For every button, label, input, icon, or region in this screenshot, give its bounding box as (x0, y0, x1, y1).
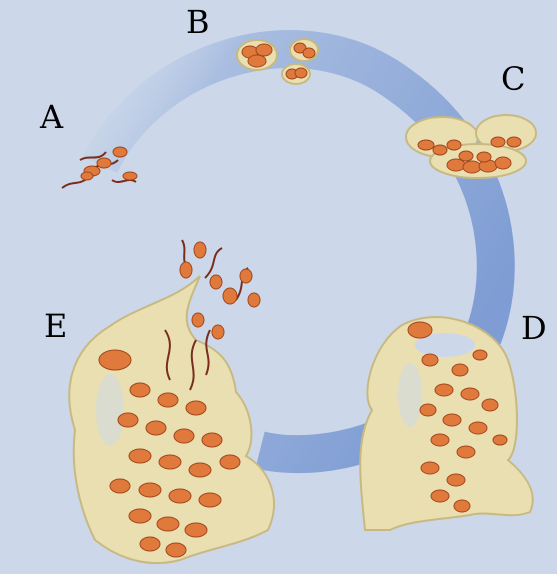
stage-label-a: A (40, 98, 64, 136)
stage-a-planktonic-bacteria (61, 146, 138, 189)
stage-label-c: C (501, 60, 526, 98)
stage-b-microcolonies (236, 38, 319, 85)
stage-label-b: B (186, 3, 210, 41)
stage-c-biofilm-clusters (405, 114, 537, 179)
stage-d-mature-biofilm (359, 316, 534, 531)
stage-label-d: D (521, 309, 547, 347)
stage-label-e: E (44, 307, 68, 345)
stage-e-dispersal (68, 239, 275, 564)
